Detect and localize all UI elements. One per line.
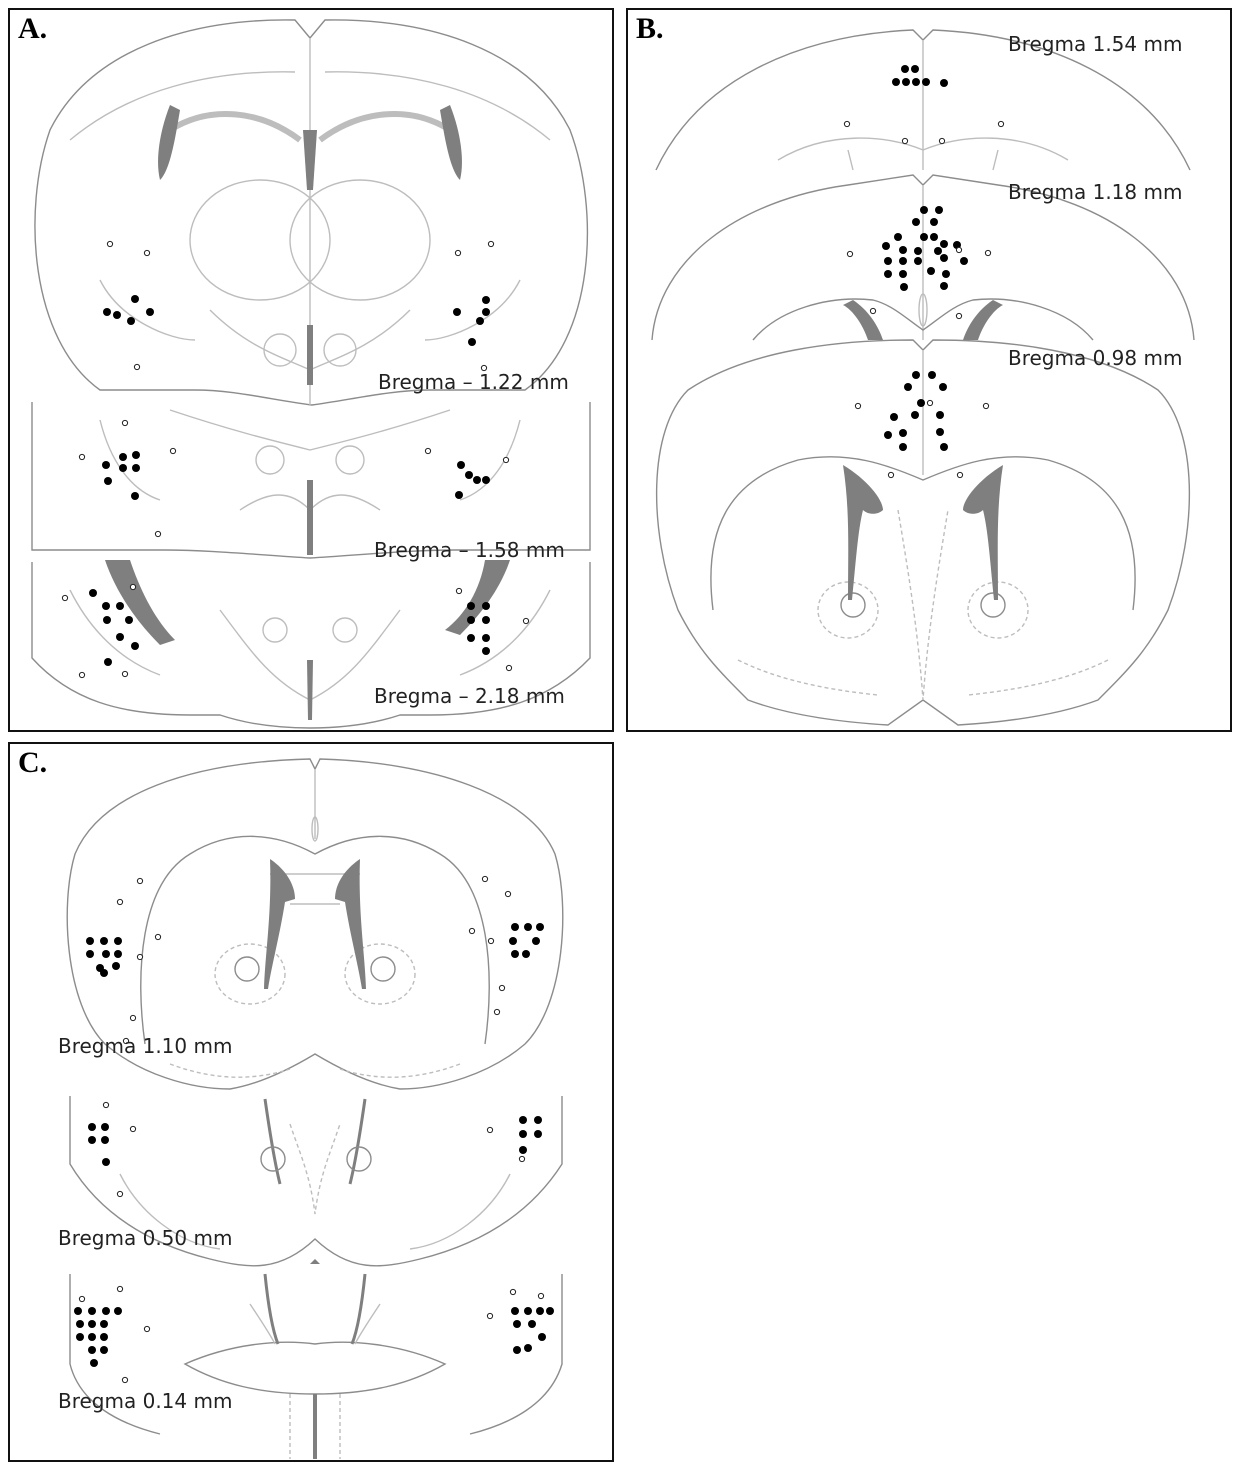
panel-b-label: B. <box>636 12 664 46</box>
sites-c-filled <box>74 923 554 1367</box>
panel-b: B. <box>626 8 1232 732</box>
ventricle-b3-right <box>963 465 1003 600</box>
panel-c-label: C. <box>18 746 47 780</box>
bregma-label-b2: Bregma 1.18 mm <box>1008 180 1182 204</box>
bregma-label-c1: Bregma 1.10 mm <box>58 1034 232 1058</box>
ventricle-a1-mid <box>303 130 317 190</box>
bregma-label-a2: Bregma – 1.58 mm <box>374 538 565 562</box>
ventricle-a3-right <box>445 560 510 635</box>
panel-a-label: A. <box>18 12 47 46</box>
ventricle-c1-left <box>264 859 295 989</box>
panel-b-atlas <box>628 10 1232 732</box>
ventricle-a3-left <box>105 560 175 645</box>
panel-a: A. <box>8 8 614 732</box>
sites-c-open <box>79 876 543 1382</box>
sites-b-filled <box>882 65 968 451</box>
panel-c: C. <box>8 742 614 1462</box>
bregma-label-b1: Bregma 1.54 mm <box>1008 32 1182 56</box>
ventricle-b2-left <box>843 300 883 340</box>
ventricle-a1-left <box>158 105 180 180</box>
bregma-label-a1: Bregma – 1.22 mm <box>378 370 569 394</box>
ventricle-c1-right <box>335 859 366 989</box>
panel-c-atlas <box>10 744 614 1462</box>
bregma-label-c2: Bregma 0.50 mm <box>58 1226 232 1250</box>
ventricle-b3-left <box>843 465 883 600</box>
ventricle-b2-right <box>963 300 1003 340</box>
ventricle-a1-right <box>440 105 462 180</box>
bregma-label-b3: Bregma 0.98 mm <box>1008 346 1182 370</box>
bregma-label-a3: Bregma – 2.18 mm <box>374 684 565 708</box>
bregma-label-c3: Bregma 0.14 mm <box>58 1389 232 1413</box>
